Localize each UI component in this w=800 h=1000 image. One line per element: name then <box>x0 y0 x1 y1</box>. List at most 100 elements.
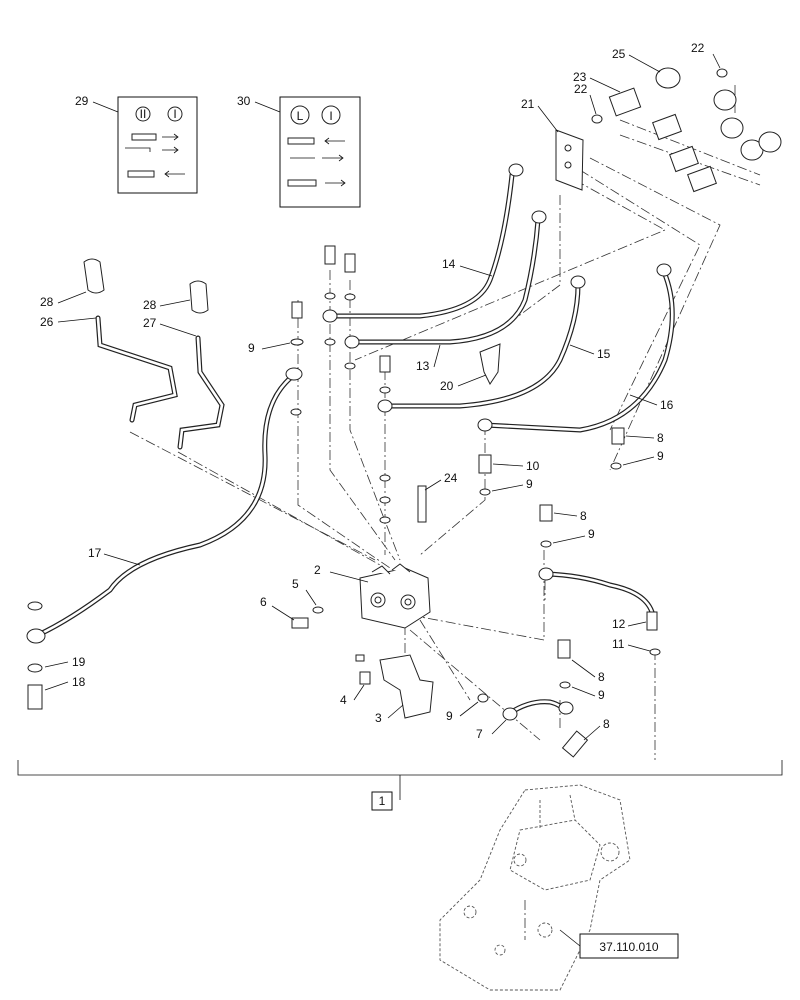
hydraulic-housing-ghost <box>439 784 631 991</box>
leader-8-b <box>553 512 578 517</box>
bolt-24 <box>417 485 427 523</box>
callout-8-a: 8 <box>657 431 664 445</box>
leader-9-a <box>261 342 291 350</box>
bolt-8-c <box>557 639 571 659</box>
callout-20: 20 <box>440 379 454 393</box>
retaining-clip-25 <box>655 67 782 161</box>
callout-10: 10 <box>526 459 540 473</box>
reference-label: 37.110.010 <box>599 940 658 954</box>
leader-28-right <box>159 299 191 307</box>
hydraulic-tube-16 <box>477 263 675 433</box>
leader-5 <box>305 589 317 606</box>
reference-box <box>579 933 679 959</box>
callout-4: 4 <box>340 693 347 707</box>
callout-8-d: 8 <box>603 717 610 731</box>
leader-3 <box>387 704 404 719</box>
callout-8-c: 8 <box>598 670 605 684</box>
leader-16 <box>629 394 658 406</box>
washer-17-lower <box>290 408 302 416</box>
callout-3: 3 <box>375 711 382 725</box>
callout-16: 16 <box>660 398 674 412</box>
leader-13 <box>433 344 441 368</box>
leader-12 <box>627 621 647 627</box>
hydraulic-tube-17 <box>26 367 303 644</box>
leader-10 <box>492 463 524 467</box>
assembly-bracket <box>17 760 783 776</box>
callout-14: 14 <box>442 257 456 271</box>
decal-29-right-symbol: I <box>173 107 176 121</box>
control-lever-26 <box>83 258 178 423</box>
callout-24: 24 <box>444 471 458 485</box>
washer-11 <box>649 648 661 656</box>
bolt-8-b <box>539 504 553 522</box>
bolt-top-17 <box>291 301 303 319</box>
leader-9-f <box>459 701 479 717</box>
bolt-18 <box>27 684 43 710</box>
callout-9-f: 9 <box>446 709 453 723</box>
hydraulic-tube-13 <box>344 210 547 349</box>
bracket-20 <box>479 343 501 385</box>
callout-9-d: 9 <box>588 527 595 541</box>
control-lever-27 <box>177 280 225 450</box>
leader-22-b <box>712 53 721 69</box>
bolt-6 <box>291 617 309 629</box>
leader-8-a <box>625 435 655 439</box>
leader-9-e <box>571 686 596 697</box>
leader-21 <box>537 105 559 133</box>
bolt-8-a <box>611 427 625 445</box>
callout-9-e: 9 <box>598 688 605 702</box>
decal-30: L I <box>279 96 361 208</box>
callout-30: 30 <box>237 94 251 108</box>
callout-18: 18 <box>72 675 86 689</box>
callout-22-b: 22 <box>691 41 705 55</box>
callout-5: 5 <box>292 577 299 591</box>
screw-4 <box>359 671 371 685</box>
callout-22-a: 22 <box>574 82 588 96</box>
fitting-10 <box>478 454 492 474</box>
leader-25 <box>628 54 661 73</box>
leader-2 <box>329 571 369 583</box>
leader-9-c <box>491 484 524 492</box>
leader-8-c <box>571 659 596 678</box>
leader-14 <box>459 265 493 277</box>
bolt-stack-center <box>379 355 391 524</box>
hydraulic-tube-14 <box>322 163 524 323</box>
callout-23: 23 <box>573 70 587 84</box>
leader-22-a <box>589 94 597 115</box>
decal-29: II I <box>117 96 198 194</box>
callout-15: 15 <box>597 347 611 361</box>
leader-26 <box>57 317 97 323</box>
hydraulic-tube-7 <box>502 699 574 721</box>
callout-17: 17 <box>88 546 102 560</box>
callout-11: 11 <box>612 637 625 651</box>
bracket-3 <box>379 654 434 719</box>
decal-30-right-symbol: I <box>329 109 332 123</box>
callout-26: 26 <box>40 315 54 329</box>
decal-29-left-symbol: II <box>140 107 147 121</box>
screw-4-head <box>355 654 365 662</box>
nut-22-b <box>716 68 728 78</box>
leader-8-d <box>583 725 601 741</box>
nut-22-a <box>591 114 603 124</box>
callout-28-right: 28 <box>143 298 157 312</box>
callout-28-left: 28 <box>40 295 54 309</box>
control-valve-2 <box>359 563 431 629</box>
callout-12: 12 <box>612 617 626 631</box>
callout-9-c: 9 <box>526 477 533 491</box>
washer-9-a <box>290 338 304 346</box>
hydraulic-tube-15 <box>377 275 586 413</box>
reference-leader <box>559 929 581 947</box>
leader-15 <box>569 344 595 355</box>
washer-9-d <box>540 540 552 548</box>
washer-top-17 <box>27 601 43 611</box>
callout-25: 25 <box>612 47 626 61</box>
quick-coupler-23 <box>608 87 717 193</box>
leader-30 <box>254 101 281 113</box>
leader-18 <box>44 681 69 691</box>
callout-27: 27 <box>143 316 157 330</box>
washer-9-f <box>477 693 489 703</box>
leader-28-left <box>57 291 87 304</box>
callout-1-box <box>371 791 393 811</box>
leader-4 <box>353 684 365 701</box>
leader-23 <box>589 77 621 93</box>
